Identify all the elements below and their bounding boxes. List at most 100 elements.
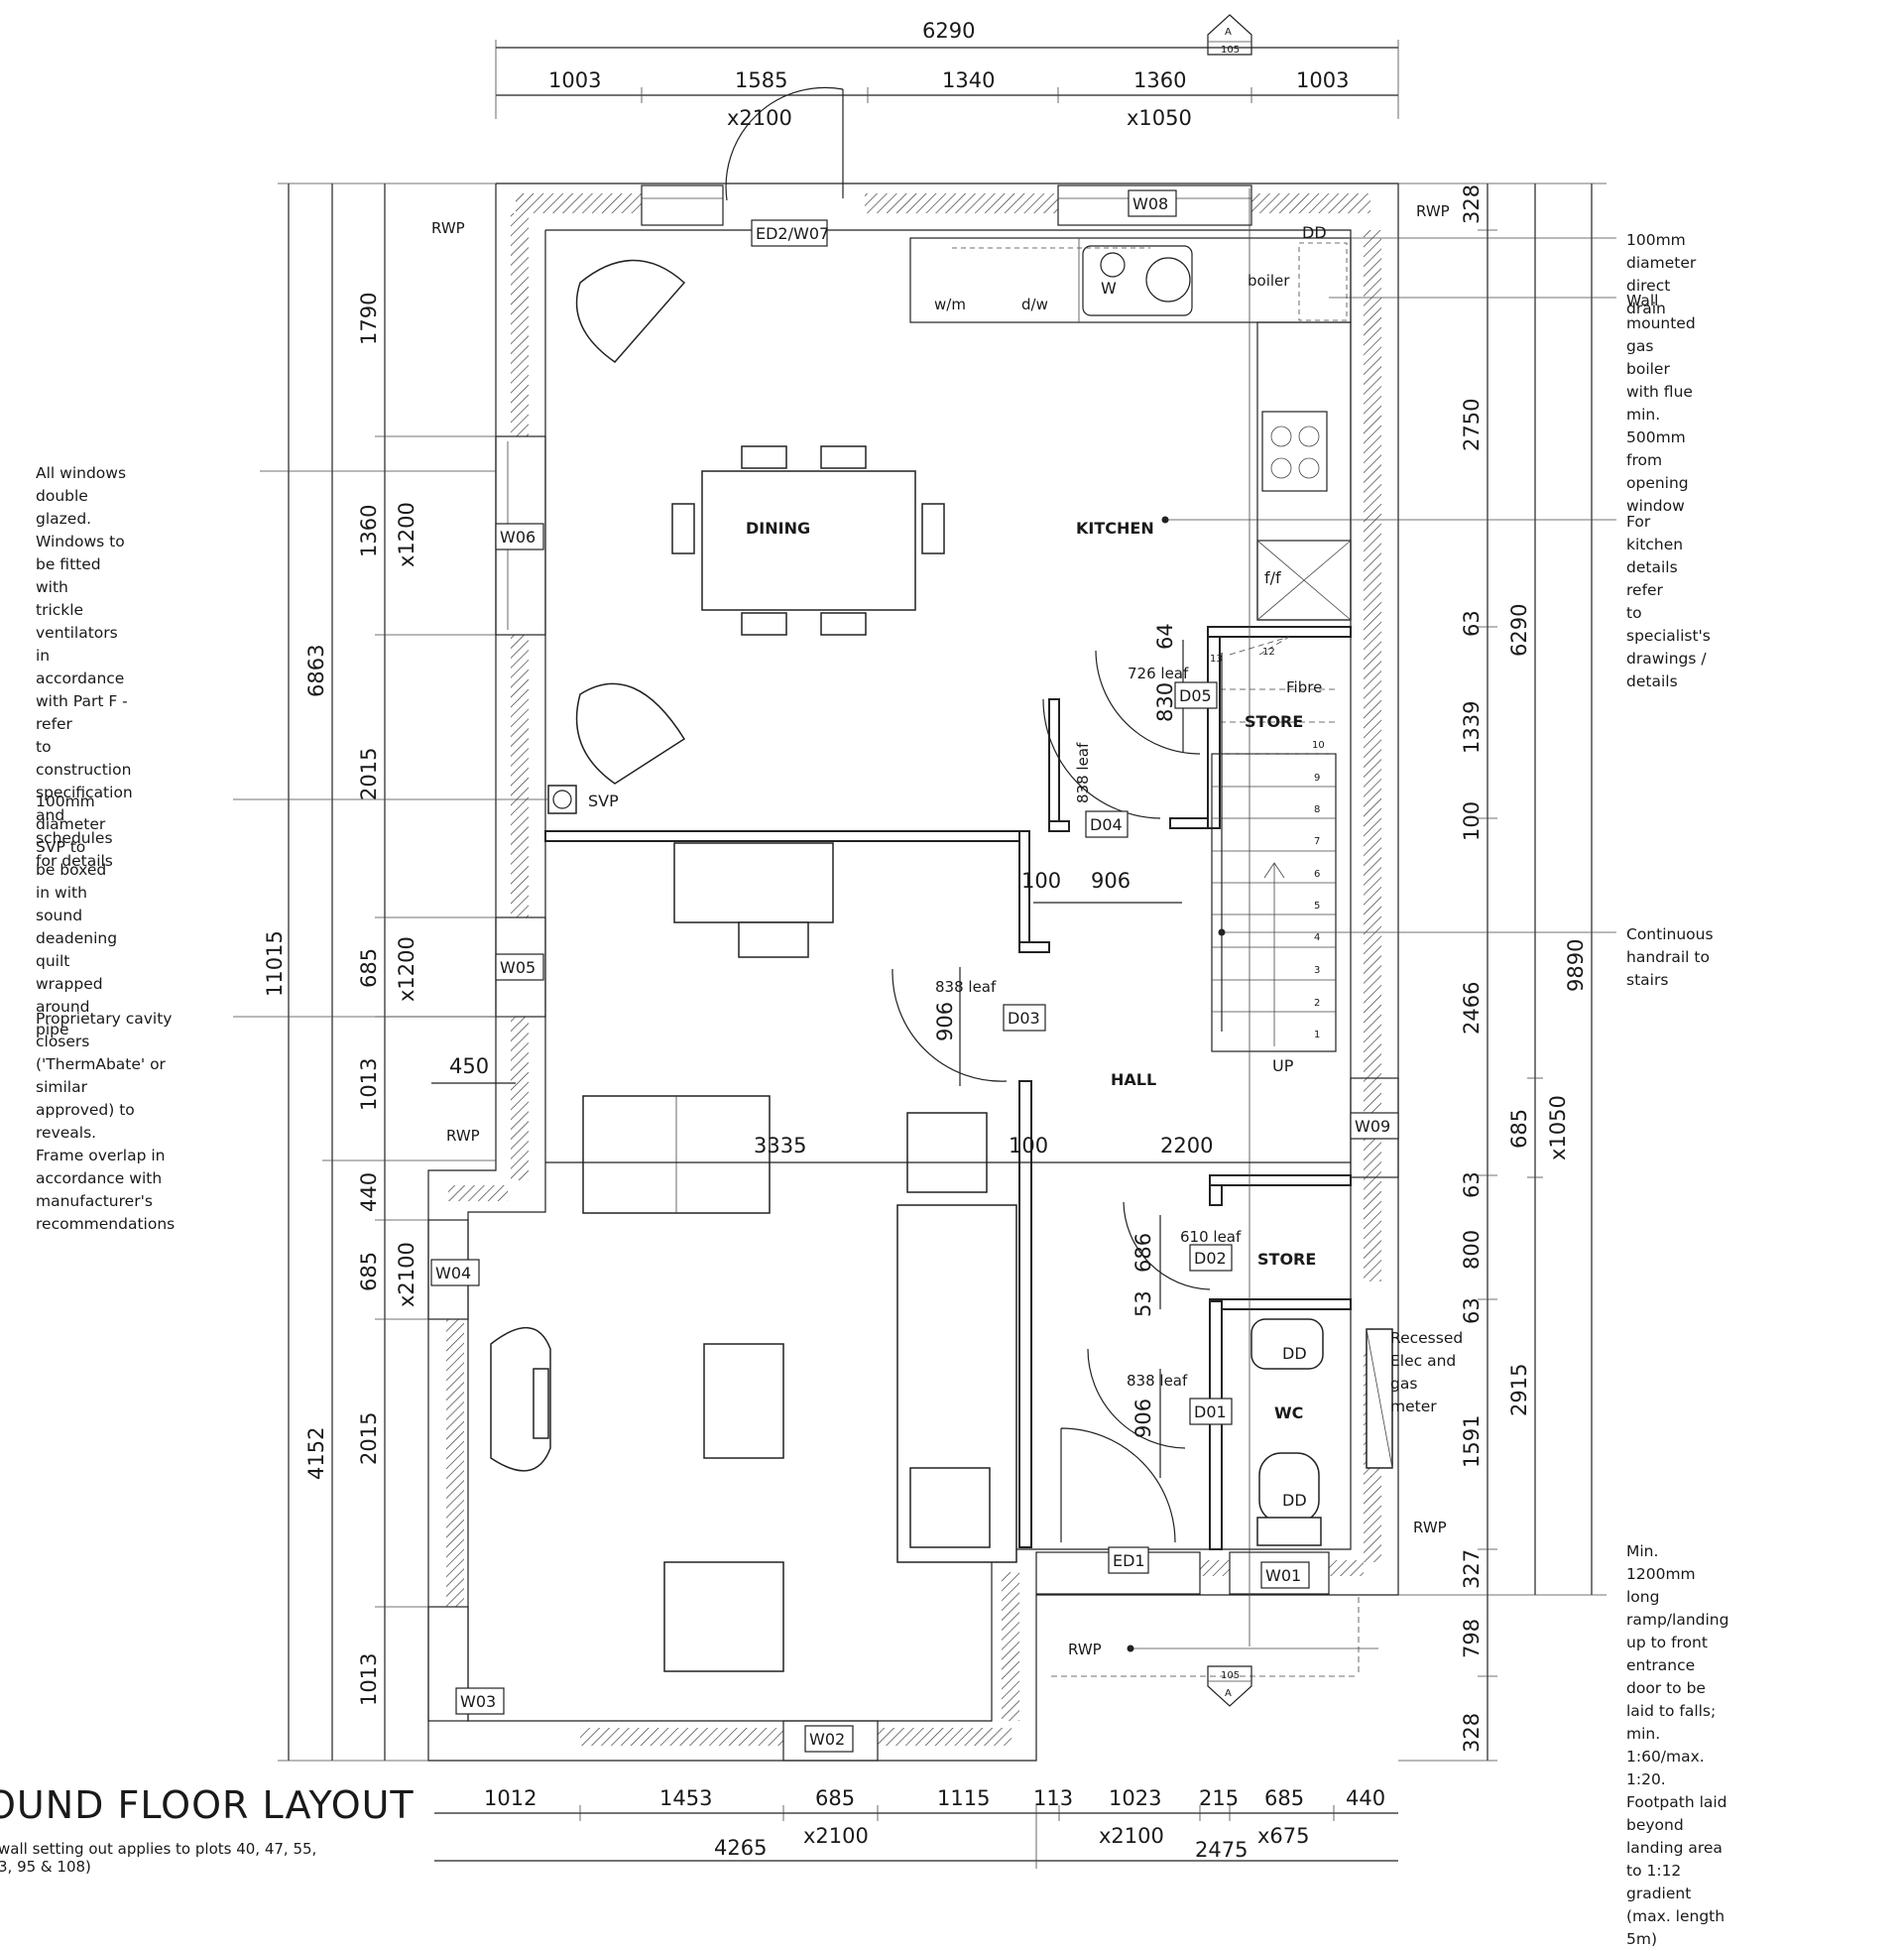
stair-number: 3 [1314,965,1320,976]
wall-insulation [511,635,529,917]
stair-number: 6 [1314,869,1320,880]
dim-left-height: x1200 [395,502,418,567]
dim-top: 1003 [1296,68,1349,92]
dim-left-overall: 11015 [263,930,287,997]
wall-insulation [516,193,642,213]
wall-insulation [1251,193,1370,213]
staircase: 1 2 3 4 5 6 7 8 9 10 12 13 [1210,636,1337,1052]
dim-left: 1360 [357,505,381,557]
dim-right: 800 [1460,1230,1484,1270]
dim-left: 685 [357,948,381,988]
wall-insulation [1364,230,1381,1281]
tag-d03: D03 [1008,1009,1040,1028]
tag-ed2-w07: ED2/W07 [756,224,829,243]
stair-number: 9 [1314,773,1320,784]
dim-right-height: x1050 [1546,1095,1570,1160]
section-marker-top: A 105 [1207,14,1252,56]
door-leaf-label: 610 leaf [1180,1228,1242,1246]
dim-right: 1591 [1460,1415,1484,1468]
dining-furniture [547,259,945,814]
stair-number: 2 [1314,998,1320,1009]
dim-right: 327 [1460,1549,1484,1589]
stair-number: 5 [1314,901,1320,912]
note-handrail: Continuous handrail to stairs [1626,925,1714,989]
note-ramp: Min. 1200mm long ramp/landing up to fron… [1626,1542,1729,1948]
dim-left: 2015 [357,1412,381,1465]
dim-bottom: 685 [815,1786,855,1810]
dim-top: 1360 [1133,68,1186,92]
drawing-title: OUND FLOOR LAYOUT [0,1783,415,1827]
dim-d01: 906 [1131,1399,1155,1438]
drain-label: DD [1302,223,1327,242]
boiler-label: boiler [1248,272,1290,290]
dishwasher-label: d/w [1021,296,1048,313]
drain-label: DD [1282,1344,1307,1363]
wc-fittings [1250,1318,1393,1546]
section-letter: A [1225,27,1232,38]
dim-right-overall: 9890 [1564,939,1588,992]
tag-w05: W05 [500,958,536,977]
tag-w09: W09 [1355,1117,1390,1136]
dim-left: 2015 [357,748,381,800]
kitchen-units [909,237,1352,621]
tag-w03: W03 [460,1692,496,1711]
dim-right: 328 [1460,184,1484,224]
tag-d01: D01 [1194,1402,1227,1421]
rwp-label: RWP [1068,1641,1102,1658]
dim-left: 440 [357,1172,381,1212]
wall-insulation [448,1185,508,1201]
dim-d02: 53 [1131,1290,1155,1317]
dim-bottom: 113 [1033,1786,1073,1810]
tag-w08: W08 [1132,194,1168,213]
dim-right: 798 [1460,1619,1484,1658]
rwp-label: RWP [1413,1519,1447,1536]
dim-bottom-height: x675 [1257,1824,1310,1848]
tag-d02: D02 [1194,1249,1227,1268]
wall-insulation [511,213,529,436]
dim-bottom: 440 [1346,1786,1385,1810]
wall-insulation [446,1319,464,1607]
note-boiler: Wall mounted gas boiler with flue min. 5… [1626,292,1696,515]
note-cavity-closers: Proprietary cavity closers ('ThermAbate'… [36,1010,176,1233]
dim-left: 1013 [357,1653,381,1706]
note-meter: Recessed Elec and gas meter [1390,1329,1464,1415]
door-leaf-label: 838 leaf [935,978,997,996]
tag-w06: W06 [500,528,536,547]
section-sheet: 105 [1221,45,1240,56]
dim-top: 1585 [735,68,787,92]
dim-right-sub: 6290 [1507,604,1531,657]
section-marker-bottom: 105 A [1207,1665,1252,1707]
dim-bottom: 215 [1199,1786,1239,1810]
wall-insulation [1200,1560,1230,1576]
room-label-store: STORE [1245,712,1303,731]
dim-right: 2750 [1460,399,1484,451]
external-walls [427,183,1399,1762]
wall-insulation [1002,1572,1019,1721]
leader-lines [233,237,1616,1652]
dim-bottom: 1453 [659,1786,712,1810]
dim-d05: 64 [1153,623,1177,650]
dim-right: 63 [1460,610,1484,637]
dim-left: 685 [357,1252,381,1291]
dim-right: 1339 [1460,701,1484,754]
wall-insulation [511,1017,529,1180]
drawing-subtitle: wall setting out applies to plots 40, 47… [0,1840,317,1876]
wall-insulation [580,1728,783,1746]
tag-w02: W02 [809,1730,845,1749]
note-svp: 100mm diameter SVP to be boxed in with s… [36,793,118,1038]
dim-bottom-total: 2475 [1195,1838,1248,1862]
hall-and-ramp [1051,188,1360,1677]
room-label-kitchen: KITCHEN [1076,519,1154,538]
fridge-freezer-label: f/f [1264,568,1281,587]
floor-plan-drawing: 1 2 3 4 5 6 7 8 9 10 12 13 [233,14,1616,1869]
stair-up-label: UP [1272,1056,1294,1075]
dim-right-sub: 685 [1507,1109,1531,1149]
dim-left-height: x1200 [395,936,418,1002]
openings [427,86,1399,1762]
dim-right: 63 [1460,1297,1484,1324]
dim-d04: 100 [1021,869,1061,893]
tag-d04: D04 [1090,815,1123,834]
dim-d04: 906 [1091,869,1130,893]
dim-hall-gap: 100 [1009,1134,1048,1158]
rwp-label: RWP [431,219,465,237]
